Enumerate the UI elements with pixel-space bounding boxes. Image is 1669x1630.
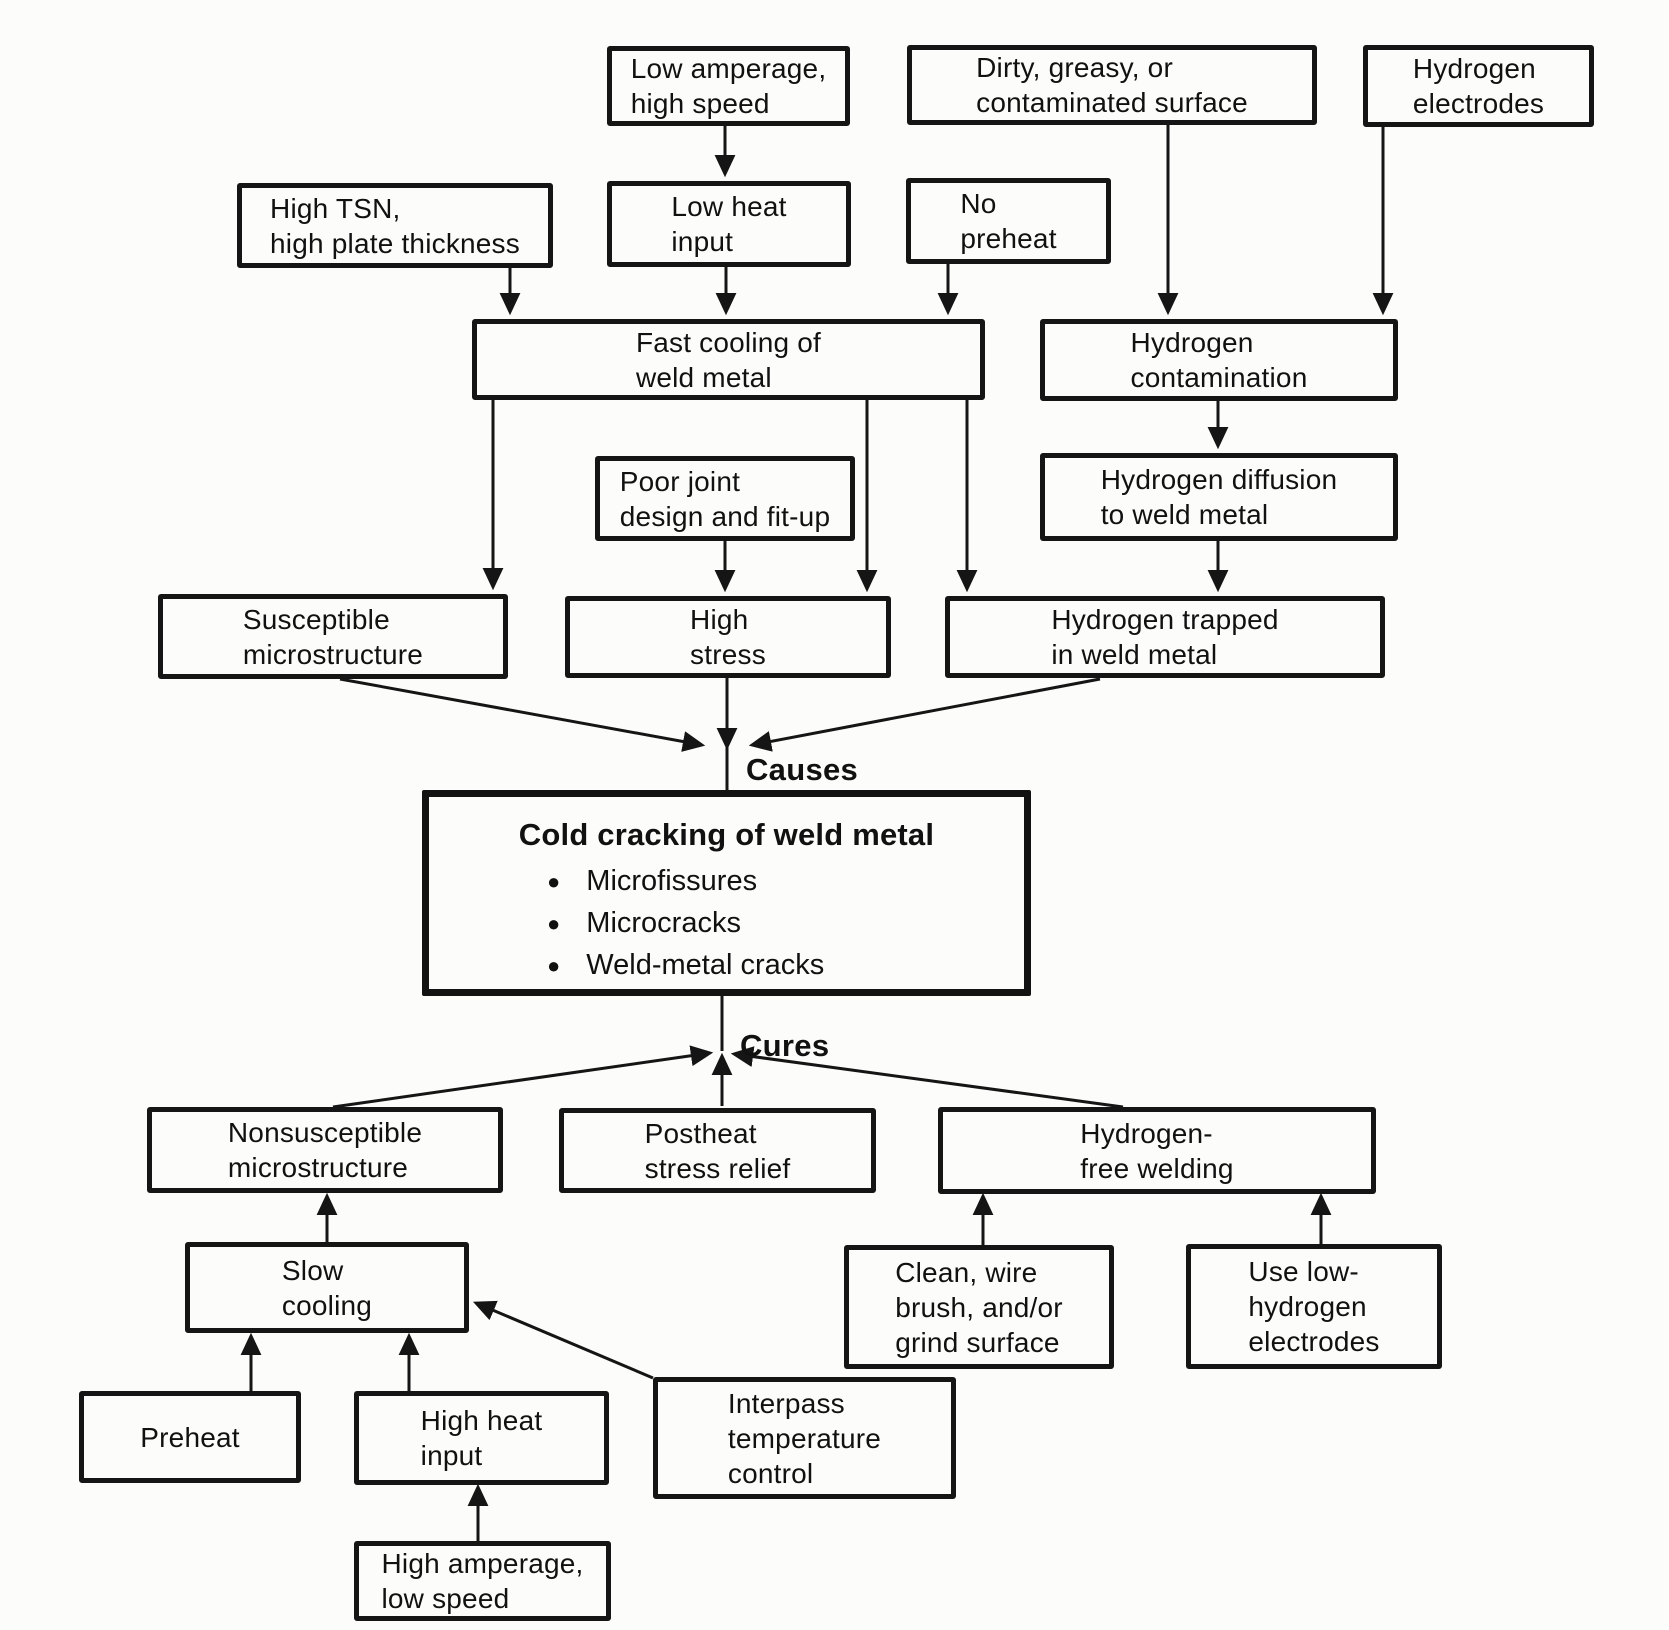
node-hydrogen-trapped: Hydrogen trapped in weld metal — [945, 596, 1385, 678]
node-text: Poor joint design and fit-up — [619, 465, 831, 532]
bullet-text: Microfissures — [586, 865, 758, 897]
node-hydrogen-diffusion: Hydrogen diffusion to weld metal — [1040, 453, 1398, 541]
node-text: Hydrogen contamination — [1130, 327, 1308, 393]
node-text: Low amperage, high speed — [630, 53, 827, 119]
node-text: Hydrogen trapped in weld metal — [1051, 604, 1279, 670]
node-text: Nonsusceptible microstructure — [227, 1117, 423, 1183]
causes-label: Causes — [746, 752, 859, 787]
node-text: Slow cooling — [281, 1254, 373, 1321]
list-item: ● Microfissures — [547, 865, 1024, 898]
node-text: Clean, wire brush, and/or grind surface — [895, 1256, 1063, 1358]
node-text: Hydrogen electrodes — [1412, 53, 1545, 119]
bullet-icon: ● — [547, 910, 561, 936]
node-high-tsn: High TSN, high plate thickness — [237, 183, 553, 268]
node-text: Preheat — [140, 1421, 240, 1453]
node-text: Interpass temperature control — [727, 1387, 882, 1489]
bullet-text: Weld-metal cracks — [586, 949, 825, 981]
node-hydrogen-free-welding: Hydrogen- free welding — [938, 1107, 1376, 1194]
node-postheat-stress-relief: Postheat stress relief — [559, 1108, 876, 1193]
node-text: No preheat — [960, 188, 1057, 254]
node-clean-wire-brush: Clean, wire brush, and/or grind surface — [844, 1245, 1114, 1369]
node-high-stress: High stress — [565, 596, 891, 678]
node-high-heat-input: High heat input — [354, 1391, 609, 1485]
node-low-heat-input: Low heat input — [607, 181, 851, 267]
node-susceptible-microstructure: Susceptible microstructure — [158, 594, 508, 679]
node-poor-joint: Poor joint design and fit-up — [595, 456, 855, 541]
node-fast-cooling: Fast cooling of weld metal — [472, 319, 985, 400]
node-text: Fast cooling of weld metal — [635, 326, 822, 393]
bullet-icon: ● — [547, 868, 561, 894]
node-dirty-greasy-surface: Dirty, greasy, or contaminated surface — [907, 45, 1317, 125]
node-text: Hydrogen- free welding — [1080, 1117, 1234, 1184]
cold-cracking-title: Cold cracking of weld metal — [518, 817, 935, 852]
node-text: High stress — [690, 604, 766, 670]
cures-label: Cures — [740, 1028, 830, 1063]
node-hydrogen-contamination: Hydrogen contamination — [1040, 319, 1398, 401]
node-no-preheat: No preheat — [906, 178, 1111, 264]
node-text: Dirty, greasy, or contaminated surface — [976, 52, 1248, 118]
node-cold-cracking: Cold cracking of weld metal ● Microfissu… — [422, 790, 1031, 996]
node-nonsusceptible-microstructure: Nonsusceptible microstructure — [147, 1107, 503, 1193]
node-high-amperage-low-speed: High amperage, low speed — [354, 1541, 611, 1621]
node-hydrogen-electrodes: Hydrogen electrodes — [1363, 45, 1594, 127]
node-text: Low heat input — [671, 191, 787, 257]
node-low-amperage-high-speed: Low amperage, high speed — [607, 46, 850, 126]
node-text: Postheat stress relief — [644, 1117, 791, 1184]
bullet-text: Microcracks — [586, 907, 741, 939]
node-slow-cooling: Slow cooling — [185, 1242, 469, 1333]
node-text: High heat input — [420, 1405, 543, 1471]
node-text: High TSN, high plate thickness — [270, 192, 520, 259]
bullet-icon: ● — [547, 952, 561, 978]
node-text: Use low- hydrogen electrodes — [1248, 1256, 1380, 1357]
node-text: Hydrogen diffusion to weld metal — [1100, 464, 1338, 530]
node-interpass-temperature-control: Interpass temperature control — [653, 1377, 956, 1499]
list-item: ● Weld-metal cracks — [547, 949, 1024, 982]
node-use-low-hydrogen-electrodes: Use low- hydrogen electrodes — [1186, 1244, 1442, 1369]
list-item: ● Microcracks — [547, 907, 1024, 940]
node-text: Susceptible microstructure — [242, 603, 424, 670]
node-preheat: Preheat — [79, 1391, 301, 1483]
node-text: High amperage, low speed — [381, 1548, 584, 1614]
